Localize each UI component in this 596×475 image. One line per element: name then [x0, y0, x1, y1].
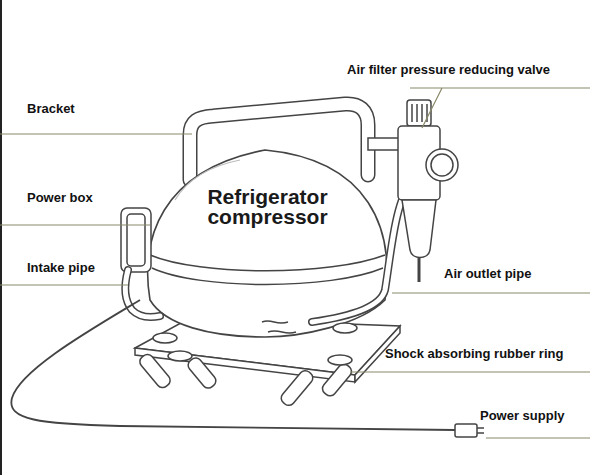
- part-label: Bracket: [27, 101, 75, 117]
- leader-line: [0, 224, 150, 225]
- leader-lines: [0, 88, 590, 438]
- leader-line: [0, 284, 128, 285]
- valve-body: [398, 126, 440, 200]
- filter-valve: [368, 100, 458, 282]
- body-clip: [262, 321, 296, 333]
- part-label: Air filter pressure reducing valve: [347, 62, 550, 78]
- power-box-shape: [121, 208, 151, 272]
- plug-pins: [477, 428, 484, 433]
- part-label: Air outlet pipe: [444, 266, 531, 282]
- intake-pipe-outline: [125, 270, 160, 317]
- foot-bar: [320, 362, 354, 399]
- outlet-pipe-outline: [312, 188, 408, 322]
- rubber-ring: [328, 355, 352, 365]
- power-box-inner: [127, 214, 145, 266]
- intake-pipe-fill: [125, 270, 160, 317]
- outlet-pipe-fill: [312, 188, 408, 322]
- pipes: [125, 188, 408, 322]
- valve-knob: [407, 100, 431, 126]
- valve-mount: [368, 138, 402, 150]
- feet: [137, 352, 354, 408]
- dome-shape: [148, 150, 387, 337]
- rubber-ring: [168, 351, 192, 361]
- base-plate-edge: [135, 348, 355, 382]
- foot-bar: [186, 355, 219, 390]
- part-label: Shock absorbing rubber ring: [385, 346, 563, 362]
- leader-line: [410, 88, 590, 128]
- foot-bar: [279, 368, 315, 408]
- drain-pin: [418, 258, 421, 282]
- compressor-body: Refrigerator compressor: [140, 135, 395, 340]
- knob-ridges: [412, 104, 427, 122]
- rubber-ring: [333, 323, 357, 333]
- rubber-ring: [153, 333, 177, 343]
- gauge-face: [431, 154, 453, 176]
- frame-line: [0, 0, 2, 475]
- foot-bar: [137, 352, 172, 390]
- part-label: Intake pipe: [27, 260, 95, 276]
- part-title: Refrigerator compressor: [190, 187, 345, 227]
- part-label: Power box: [27, 190, 93, 206]
- leader-line: [0, 133, 192, 134]
- body-band: [152, 268, 383, 285]
- part-label: Power supply: [480, 408, 565, 424]
- leader-line: [350, 371, 590, 372]
- pressure-gauge: [426, 149, 458, 181]
- cord-wire: [11, 300, 455, 430]
- power-box: [121, 208, 151, 272]
- leader-line: [486, 437, 590, 438]
- power-plug: [455, 424, 477, 437]
- power-cord: [11, 300, 484, 437]
- filter-bowl: [402, 200, 436, 258]
- dome-outline: [140, 135, 395, 340]
- leader-line: [392, 292, 590, 293]
- body-band: [150, 255, 385, 271]
